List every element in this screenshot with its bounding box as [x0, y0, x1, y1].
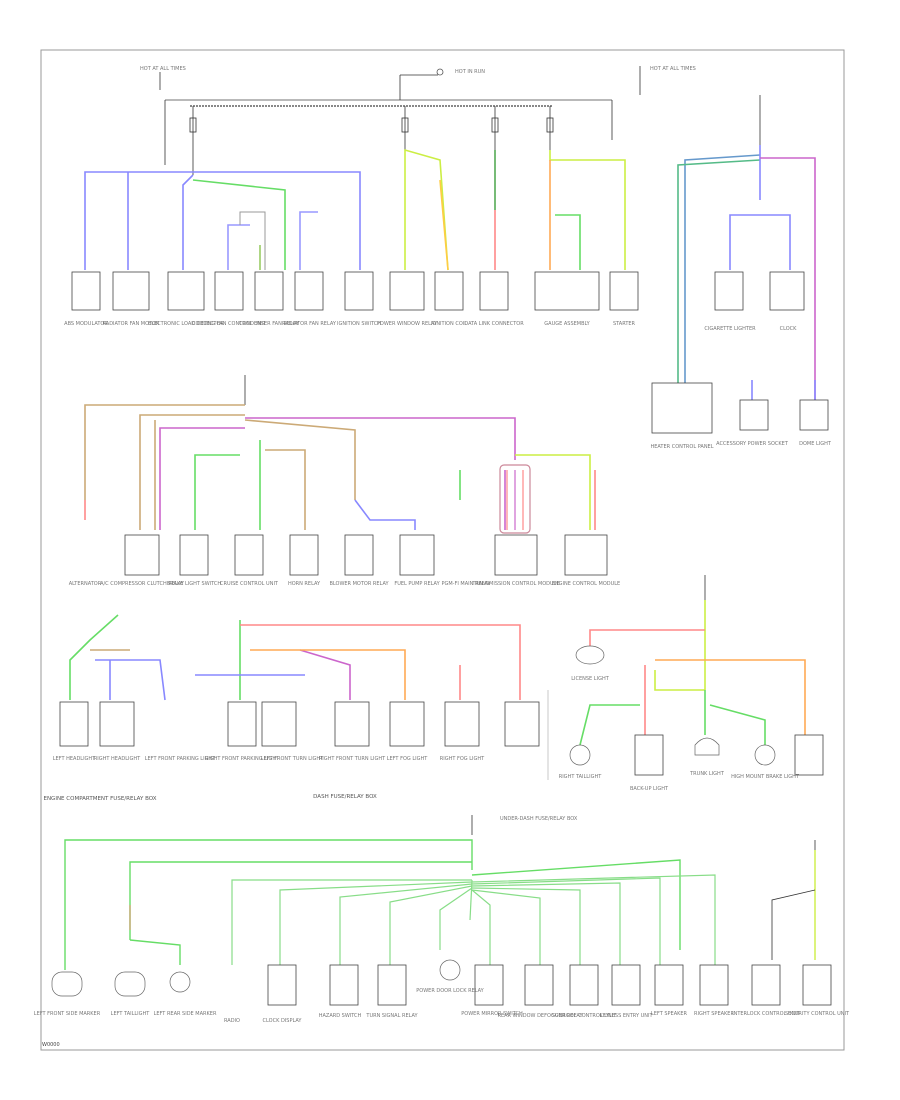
- dash-fuse-box-caption: DASH FUSE/RELAY BOX: [313, 794, 377, 800]
- row2-components: [124, 534, 608, 576]
- power-sources: [159, 66, 641, 140]
- right-top-labels: CIGARETTE LIGHTER CLOCK HEATER CONTROL P…: [650, 326, 831, 450]
- label-clock: CLOCK: [780, 326, 798, 332]
- label-left-headlight: LEFT HEADLIGHT: [53, 756, 96, 762]
- label-radiator-fan-motor: RADIATOR FAN MOTOR: [103, 321, 161, 327]
- label-blower-motor-relay: BLOWER MOTOR RELAY: [329, 581, 389, 587]
- label-gauge-assembly: GAUGE ASSEMBLY: [544, 321, 590, 327]
- row3-right-labels: LICENSE LIGHT RIGHT TAILLIGHT BACK-UP LI…: [559, 676, 800, 792]
- label-right-fog-light: RIGHT FOG LIGHT: [440, 756, 485, 762]
- label-dome-light: DOME LIGHT: [799, 441, 832, 447]
- row4-wires: [64, 815, 816, 970]
- label-power-door-lock-relay: POWER DOOR LOCK RELAY: [416, 988, 484, 994]
- label-radio: RADIO: [224, 1018, 240, 1024]
- label-trunk-light: TRUNK LIGHT: [689, 771, 725, 777]
- label-rf-parking-light: RIGHT FRONT PARKING LIGHT: [205, 756, 280, 762]
- label-right-taillight: RIGHT TAILLIGHT: [559, 774, 602, 780]
- label-rear-defogger-relay: REAR WINDOW DEFOGGER RELAY: [497, 1013, 583, 1019]
- label-accessory-socket: ACCESSORY POWER SOCKET: [716, 441, 789, 447]
- label-high-mount-brake-light: HIGH MOUNT BRAKE LIGHT: [731, 774, 800, 780]
- label-backup-light: BACK-UP LIGHT: [630, 786, 669, 792]
- row3-left-labels: LEFT HEADLIGHT RIGHT HEADLIGHT LEFT FRON…: [53, 756, 485, 762]
- label-cooling-fan-control-unit: COOLING FAN CONTROL UNIT: [192, 321, 267, 327]
- label-keyless-entry-unit: KEYLESS ENTRY UNIT: [599, 1013, 653, 1019]
- label-rf-turn-light: RIGHT FRONT TURN LIGHT: [319, 756, 386, 762]
- svg-text:HOT AT ALL TIMES: HOT AT ALL TIMES: [650, 66, 696, 72]
- label-left-taillight: LEFT TAILLIGHT: [111, 1011, 151, 1017]
- label-license-light: LICENSE LIGHT: [571, 676, 609, 682]
- svg-text:HOT IN RUN: HOT IN RUN: [455, 69, 485, 75]
- engine-fuse-box-caption: ENGINE COMPARTMENT FUSE/RELAY BOX: [43, 796, 156, 802]
- label-left-speaker: LEFT SPEAKER: [651, 1011, 688, 1017]
- label-cigarette-lighter: CIGARETTE LIGHTER: [704, 326, 756, 332]
- label-cruise-control-unit: CRUISE CONTROL UNIT: [220, 581, 279, 587]
- label-clock-display: CLOCK DISPLAY: [263, 1018, 303, 1024]
- right-top-wires: [677, 95, 816, 400]
- label-brake-light-switch: BRAKE LIGHT SWITCH: [167, 581, 222, 587]
- label-turn-signal-relay: TURN SIGNAL RELAY: [365, 1013, 418, 1019]
- label-ac-clutch-relay: A/C COMPRESSOR CLUTCH RELAY: [100, 581, 185, 587]
- label-lf-turn-light: LEFT FRONT TURN LIGHT: [261, 756, 324, 762]
- label-abs-modulator: ABS MODULATOR: [64, 321, 108, 327]
- row1-labels: ABS MODULATOR RADIATOR FAN MOTOR ELECTRO…: [64, 321, 635, 327]
- label-lr-side-marker: LEFT REAR SIDE MARKER: [154, 1011, 217, 1017]
- label-heater-control-panel: HEATER CONTROL PANEL: [650, 444, 713, 450]
- row2-connector-bundle: [499, 464, 531, 534]
- label-right-speaker: RIGHT SPEAKER: [694, 1011, 734, 1017]
- row4-labels: LEFT FRONT SIDE MARKER LEFT TAILLIGHT LE…: [34, 988, 850, 1024]
- under-dash-caption: UNDER-DASH FUSE/RELAY BOX: [500, 816, 578, 822]
- label-sunroof-control-unit: SUNROOF CONTROL UNIT: [552, 1013, 617, 1019]
- label-condenser-fan-relay: CONDENSER FAN RELAY: [239, 321, 300, 327]
- label-data-link-connector: DATA LINK CONNECTOR: [464, 321, 524, 327]
- label-fuel-pump-relay: FUEL PUMP RELAY: [394, 581, 440, 587]
- label-security-control-unit: SECURITY CONTROL UNIT: [785, 1011, 850, 1017]
- row2-labels: ALTERNATOR A/C COMPRESSOR CLUTCH RELAY B…: [69, 581, 620, 587]
- label-left-fog-light: LEFT FOG LIGHT: [387, 756, 429, 762]
- label-ecm: ENGINE CONTROL MODULE: [552, 581, 620, 587]
- row1-components: [71, 271, 639, 311]
- row2-wires: [84, 375, 596, 530]
- label-power-mirror-switch: POWER MIRROR SWITCH: [461, 1011, 523, 1017]
- svg-text:HOT AT ALL TIMES: HOT AT ALL TIMES: [140, 66, 186, 72]
- label-alternator: ALTERNATOR: [69, 581, 102, 587]
- label-hazard-switch: HAZARD SWITCH: [319, 1013, 362, 1019]
- label-lf-side-marker: LEFT FRONT SIDE MARKER: [34, 1011, 101, 1017]
- document-code: W0000: [42, 1042, 60, 1048]
- label-starter: STARTER: [613, 321, 636, 327]
- right-top-components: [651, 271, 829, 434]
- label-pgm-fi-main-relay: PGM-FI MAIN RELAY: [441, 581, 491, 587]
- row3-left-components: [59, 701, 540, 747]
- diagram-border: [40, 49, 845, 1051]
- label-interlock-control-unit: INTERLOCK CONTROL UNIT: [732, 1011, 801, 1017]
- label-radiator-fan-relay: RADIATOR FAN RELAY: [282, 321, 337, 327]
- label-power-window-relay: POWER WINDOW RELAY: [377, 321, 438, 327]
- row1-wires: [84, 148, 626, 271]
- row3-left-wires: [69, 614, 521, 701]
- row3-right-components: [569, 645, 824, 776]
- fuses-top: [164, 100, 554, 175]
- label-electronic-load-detector: ELECTRONIC LOAD DETECTOR: [148, 321, 224, 327]
- label-ignition-coil: IGNITION COIL: [431, 321, 467, 327]
- label-horn-relay: HORN RELAY: [288, 581, 321, 587]
- row4-components: [51, 959, 832, 1006]
- label-lf-parking-light: LEFT FRONT PARKING LIGHT: [145, 756, 216, 762]
- label-tcm: TRANSMISSION CONTROL MODULE: [471, 581, 559, 587]
- label-ignition-switch: IGNITION SWITCH: [337, 321, 381, 327]
- label-right-headlight: RIGHT HEADLIGHT: [94, 756, 141, 762]
- row3-right-wires: [579, 575, 806, 746]
